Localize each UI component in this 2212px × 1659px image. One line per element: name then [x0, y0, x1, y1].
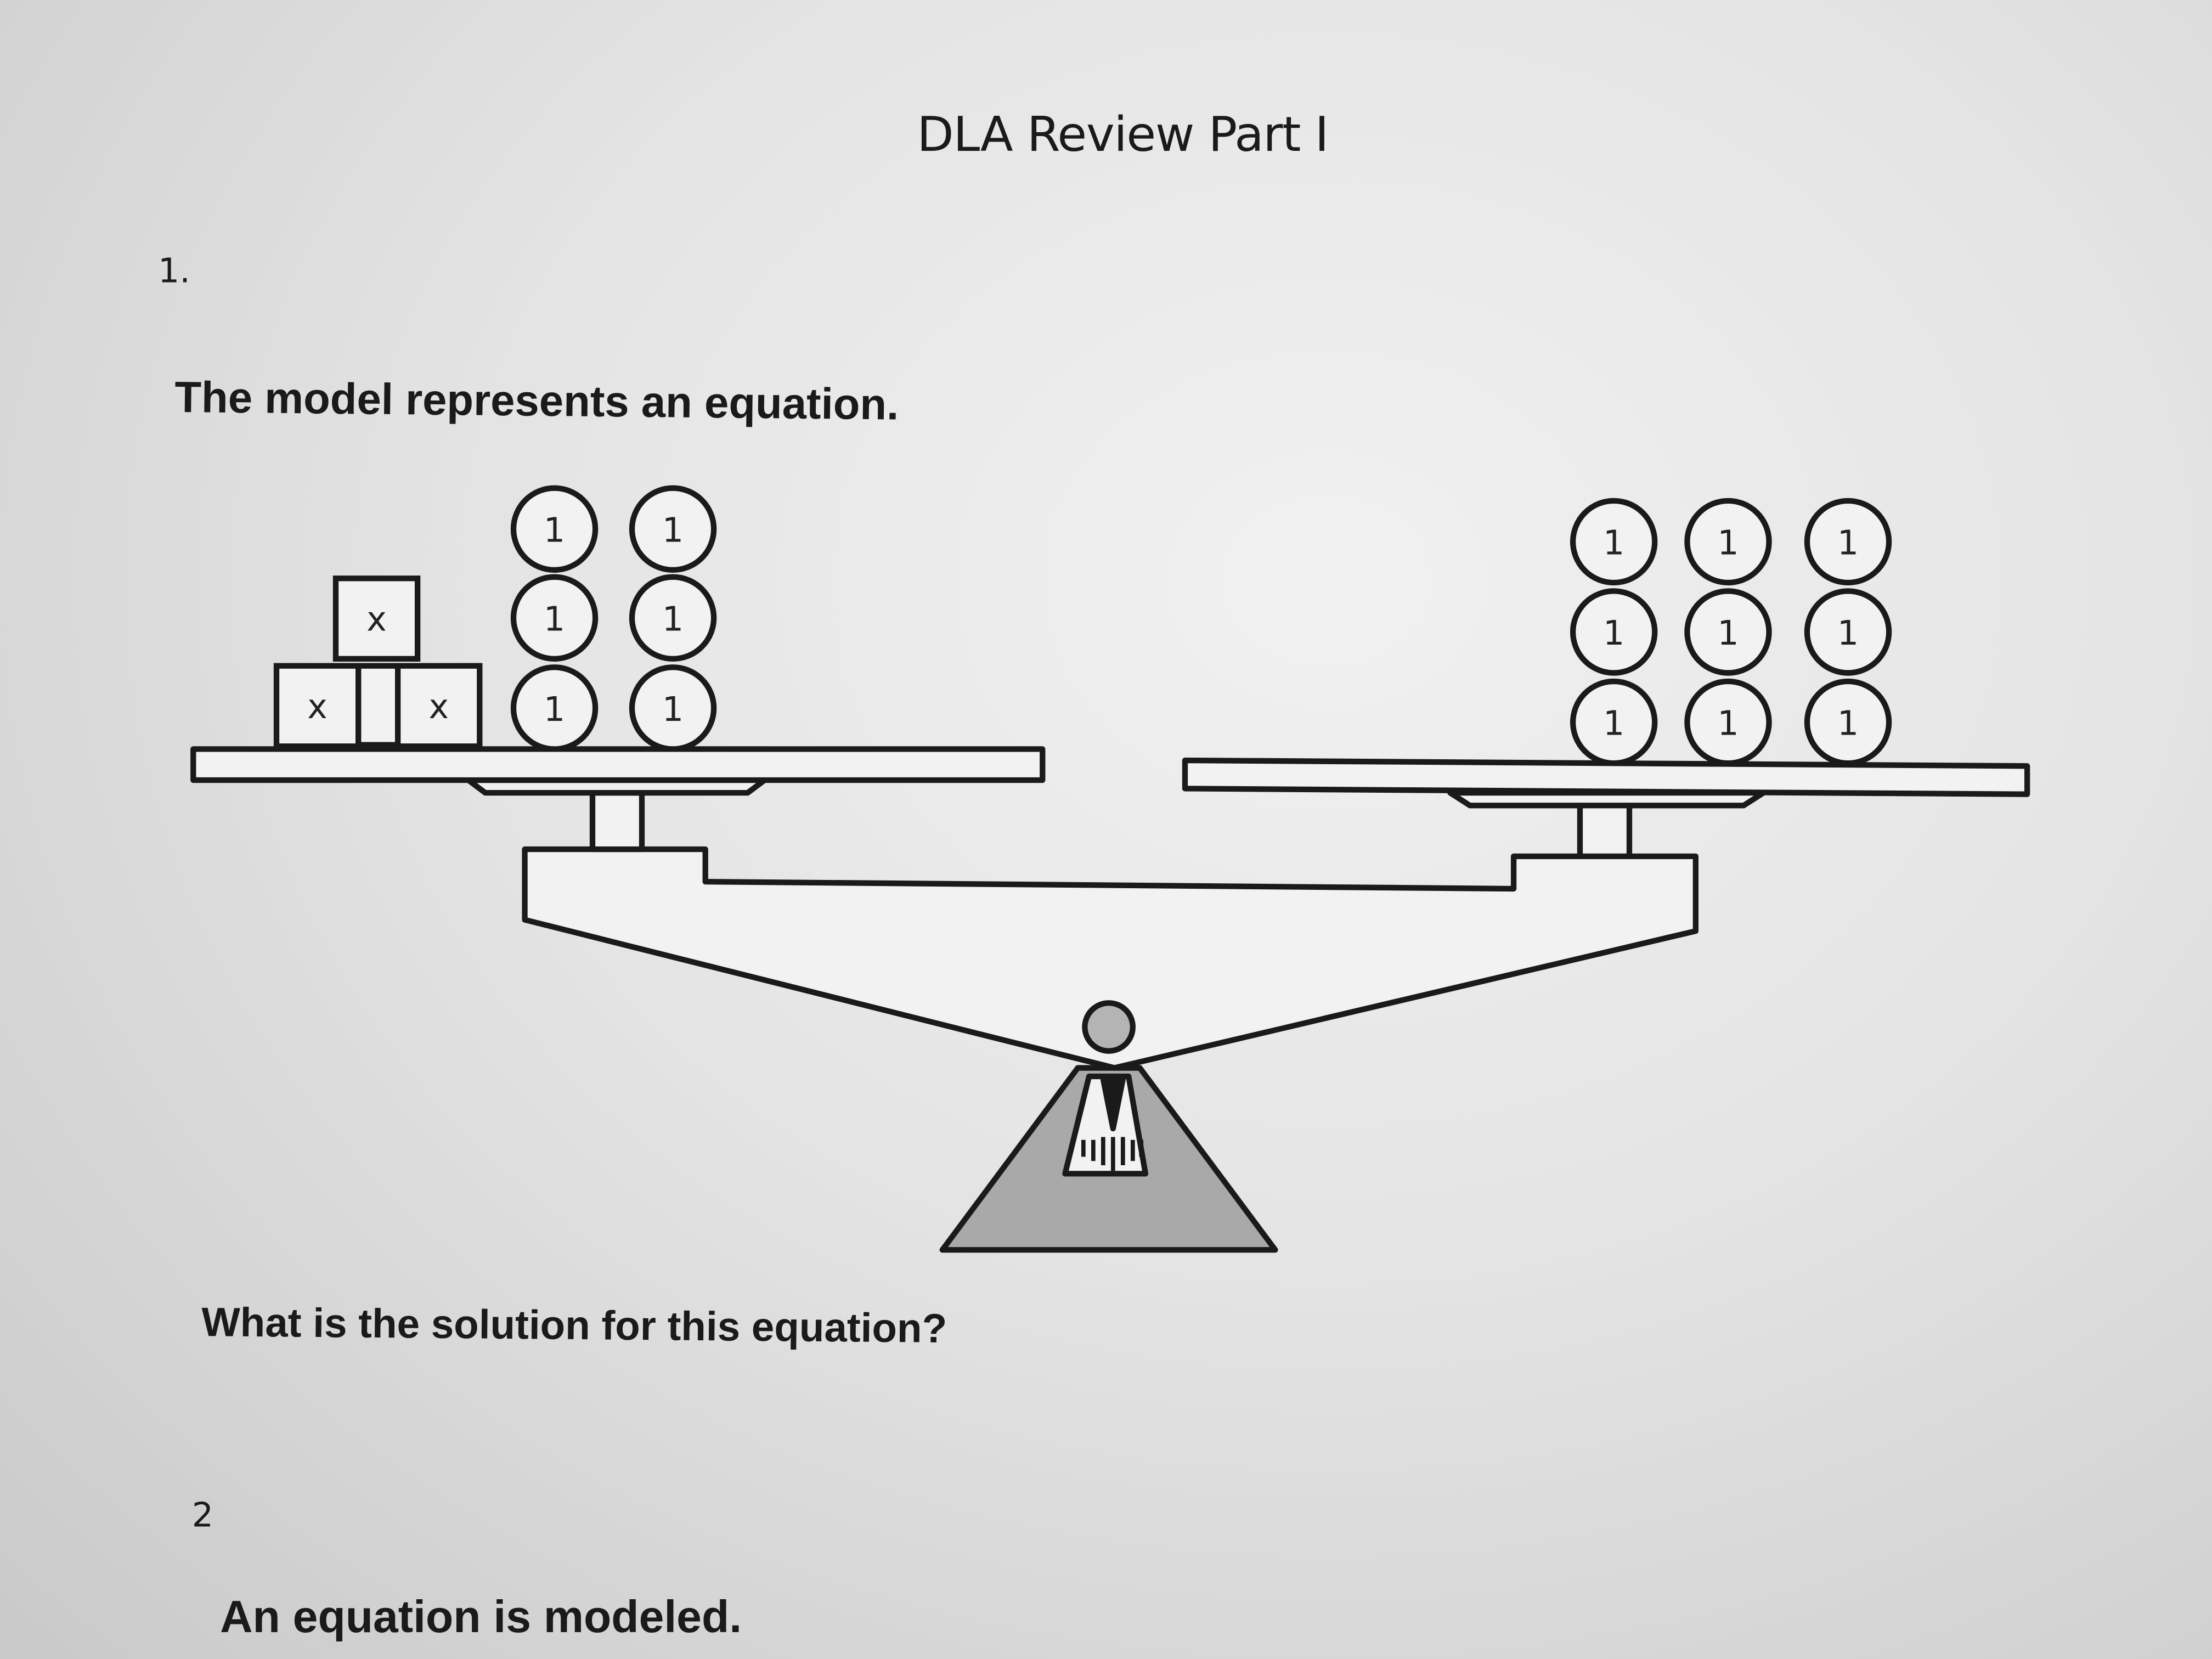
tile-divider: [355, 663, 401, 748]
question-2-prompt: An equation is modeled.: [220, 1591, 742, 1643]
gauge-needle: [1100, 1076, 1126, 1132]
unit-tile: 1: [1570, 498, 1658, 586]
unit-tile: 1: [1570, 678, 1658, 766]
unit-tile: 1: [1804, 588, 1892, 676]
unit-tile: 1: [510, 664, 599, 752]
unit-tile: 1: [629, 574, 717, 662]
unit-tile: 1: [1684, 678, 1772, 766]
unit-tile-label: 1: [1837, 523, 1859, 563]
unit-tile-label: 1: [1717, 704, 1739, 743]
unit-tile: 1: [629, 485, 717, 573]
page-title: DLA Review Part I: [917, 107, 1329, 164]
unit-tile-label: 1: [1837, 613, 1859, 653]
question-2-number: 2: [191, 1495, 214, 1535]
left-pan: [190, 746, 1046, 783]
right-pan: [1182, 757, 2030, 797]
unit-tile: 1: [1570, 588, 1658, 676]
unit-tile-label: 1: [544, 599, 565, 639]
x-tile: x: [273, 663, 362, 749]
unit-tile-label: 1: [544, 690, 565, 729]
question-1-number: 1.: [157, 251, 190, 291]
x-tile: x: [332, 575, 421, 662]
unit-tile: 1: [510, 574, 599, 662]
unit-tile: 1: [1804, 498, 1892, 586]
unit-tile-label: 1: [1717, 613, 1739, 653]
unit-tile: 1: [1684, 588, 1772, 676]
question-1-question: What is the solution for this equation?: [201, 1300, 947, 1352]
unit-tile-label: 1: [662, 599, 684, 639]
x-tile: x: [394, 663, 483, 749]
unit-tile-label: 1: [1717, 523, 1739, 563]
x-tile-label: x: [307, 687, 328, 726]
unit-tile: 1: [510, 485, 599, 573]
unit-tile-label: 1: [662, 690, 684, 729]
unit-tile-label: 1: [1837, 704, 1859, 743]
right-post: [1577, 801, 1633, 859]
gauge-ticks: [1081, 1137, 1144, 1171]
unit-tile: 1: [629, 664, 717, 752]
unit-tile-label: 1: [1603, 523, 1624, 563]
unit-tile-label: 1: [1603, 613, 1624, 653]
unit-tile: 1: [1804, 678, 1892, 766]
unit-tile: 1: [1684, 498, 1772, 586]
x-tile-label: x: [366, 599, 387, 639]
x-tile-label: x: [428, 687, 449, 726]
left-post: [589, 789, 645, 853]
unit-tile-label: 1: [1603, 704, 1624, 743]
pivot-icon: [1082, 1000, 1136, 1054]
unit-tile-label: 1: [662, 510, 684, 550]
unit-tile-label: 1: [544, 510, 565, 550]
